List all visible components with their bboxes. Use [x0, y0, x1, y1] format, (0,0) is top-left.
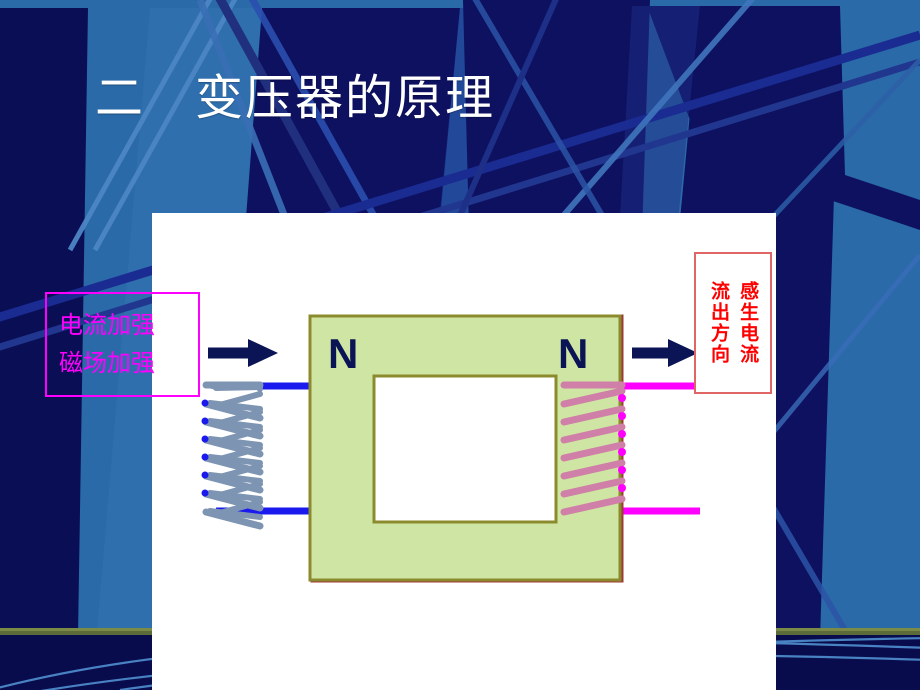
current-direction-arrow-out — [632, 339, 698, 367]
transformer-diagram: N N — [152, 213, 776, 690]
core-label-right: N — [558, 330, 588, 377]
note-right-column-2: 流出方向 — [708, 281, 730, 365]
note-box-right: 感生电流 流出方向 — [694, 252, 772, 394]
note-box-left: 电流加强 磁场加强 — [45, 292, 200, 397]
current-direction-arrow-in — [208, 339, 278, 367]
secondary-coil-turns — [560, 381, 626, 516]
primary-coil-turns — [202, 381, 264, 530]
page-title: 二 变压器的原理 — [95, 70, 496, 126]
secondary-coil-dots — [618, 394, 626, 492]
note-left-line-2: 磁场加强 — [59, 348, 155, 377]
primary-coil-dots — [201, 399, 209, 497]
note-left-line-1: 电流加强 — [59, 311, 155, 340]
note-right-column-1: 感生电流 — [737, 281, 760, 365]
core-label-left: N — [328, 330, 358, 377]
